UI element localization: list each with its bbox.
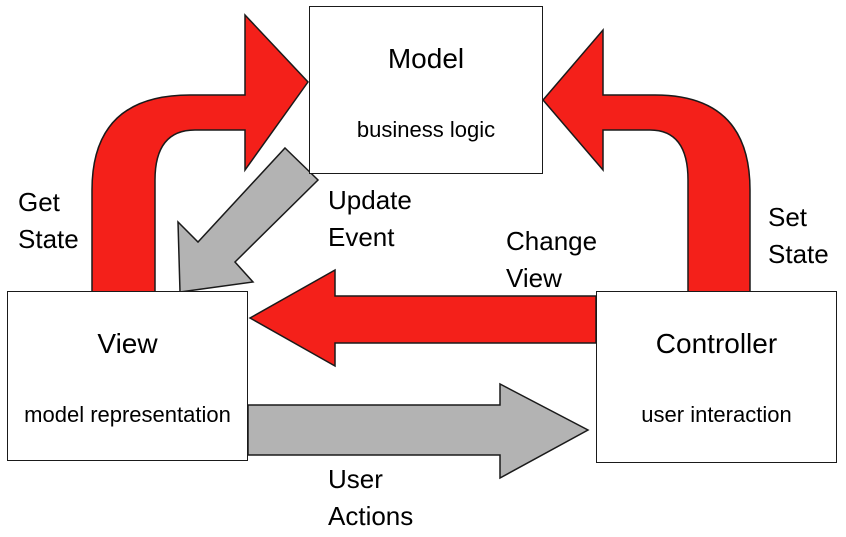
view-subtitle: model representation [24, 402, 231, 427]
set-state-label-line1: Set [768, 202, 808, 232]
change-view-label: Change View [506, 223, 597, 297]
change-view-label-line2: View [506, 263, 562, 293]
update-event-arrow [177, 146, 320, 293]
update-event-label: Update Event [328, 182, 412, 256]
controller-subtitle: user interaction [641, 402, 792, 427]
user-actions-label-line2: Actions [328, 501, 414, 531]
update-event-label-line2: Event [328, 222, 395, 252]
user-actions-label-line1: User [328, 464, 383, 494]
model-title: Model [387, 43, 465, 74]
user-actions-label: User Actions [328, 461, 413, 535]
set-state-label: Set State [768, 199, 829, 273]
get-state-label: Get State [18, 184, 79, 258]
set-state-arrow [542, 27, 751, 293]
model-subtitle: business logic [356, 117, 496, 142]
model-box: Model business logic [309, 6, 543, 174]
controller-box: Controller user interaction [596, 291, 837, 463]
set-state-label-line2: State [768, 239, 829, 269]
user-actions-arrow [247, 382, 590, 480]
get-state-label-line1: Get [18, 187, 60, 217]
controller-title: Controller [655, 328, 778, 359]
get-state-arrow [91, 13, 309, 293]
update-event-label-line1: Update [328, 185, 412, 215]
change-view-label-line1: Change [506, 226, 598, 256]
view-title: View [97, 328, 158, 359]
change-view-arrow [248, 268, 597, 368]
get-state-label-line2: State [18, 224, 79, 254]
view-box: View model representation [7, 291, 248, 461]
